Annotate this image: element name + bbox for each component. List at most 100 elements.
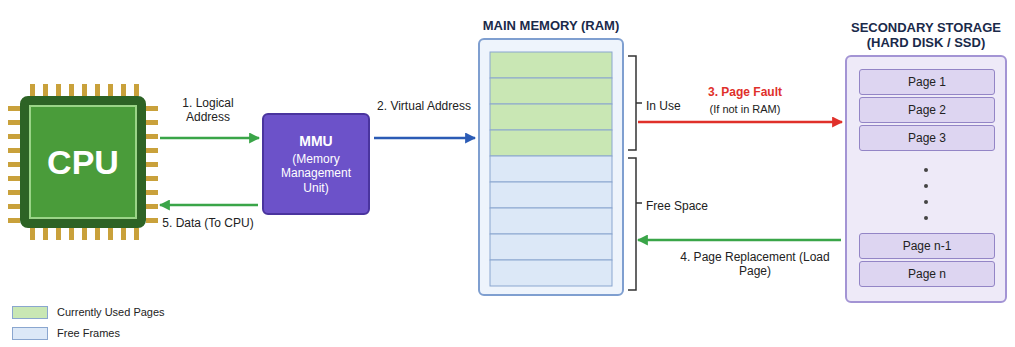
free-frame [490,234,612,260]
panel-heading: SECONDARY STORAGE (HARD DISK / SSD) [841,20,1011,51]
pin [146,162,158,167]
legend-swatch [12,306,48,319]
used-frame [490,130,612,156]
dot [924,200,928,204]
legend-item: Currently Used Pages [12,306,165,319]
pin [43,228,48,240]
legend-swatch [12,327,48,340]
flow-arrow [638,239,841,242]
heading-wrap: MAIN MEMORY (RAM) [458,18,644,34]
flow-arrow [160,204,258,207]
page-label: Page n-1 [899,238,956,254]
chip-pins [8,84,158,240]
pin [30,84,35,96]
region-label: In Use [646,99,681,113]
pin [8,204,20,209]
arrow-label-wrap: 3. Page Fault [680,82,810,100]
arrow-label-wrap: 1. Logical Address [160,96,256,125]
legend-text: Currently Used Pages [57,306,165,319]
label-wrap: Free Space [646,196,716,214]
pin [8,148,20,153]
used-frame [490,104,612,130]
legend-text: Free Frames [57,327,120,340]
chip-label: CPU [43,141,123,184]
pin [8,162,20,167]
used-frame [490,52,612,78]
arrow-label: 4. Page Replacement (Load Page) [680,250,830,279]
arrow-label-wrap: 4. Page Replacement (Load Page) [680,250,830,279]
process-box: MMU(Memory Management Unit) [262,113,370,215]
memory-panel: MAIN MEMORY (RAM) [478,38,624,296]
page-box: Page n-1 [859,233,995,259]
pin [8,218,20,223]
arrow-label: 3. Page Fault [708,85,782,99]
bracket [628,56,642,150]
free-frame [490,208,612,234]
storage-fill [846,56,1006,302]
page-label: Page 2 [904,102,950,118]
box-title: MMU [295,132,336,151]
pin [95,84,100,96]
pin [82,84,87,96]
pin [8,106,20,111]
arrow-label: 2. Virtual Address [377,99,471,113]
flow-arrow [638,121,842,124]
flow-arrow [374,137,475,140]
pin [146,218,158,223]
bracket [628,158,642,290]
pin [95,228,100,240]
dot [924,216,928,220]
free-frame [490,260,612,286]
dot [924,184,928,188]
page-box: Page 2 [859,97,995,123]
region-label: Free Space [646,199,708,213]
pin [146,204,158,209]
dot [924,168,928,172]
pin [146,106,158,111]
storage-panel: SECONDARY STORAGE (HARD DISK / SSD)Page … [845,55,1007,303]
flow-arrow [160,137,259,140]
pin [82,228,87,240]
pin [69,84,74,96]
pin [146,148,158,153]
pin [43,84,48,96]
pin [134,228,139,240]
page-label: Page n [904,266,950,282]
pin [146,190,158,195]
pin [56,228,61,240]
pin [108,84,113,96]
heading-wrap: SECONDARY STORAGE (HARD DISK / SSD) [841,20,1011,51]
pin [8,176,20,181]
pin [8,120,20,125]
pin [30,228,35,240]
legend-item: Free Frames [12,327,120,340]
pin [134,84,139,96]
pin [121,228,126,240]
panel-heading: MAIN MEMORY (RAM) [458,18,644,34]
pin [146,134,158,139]
note-label: (If not in RAM) [710,103,781,116]
page-box: Page n [859,261,995,287]
pin [121,84,126,96]
ellipsis-dots [924,168,928,220]
free-frame [490,182,612,208]
arrow-label-wrap: 5. Data (To CPU) [160,213,256,231]
pin [56,84,61,96]
arrow-label-wrap: 2. Virtual Address [376,96,472,114]
used-frame [490,78,612,104]
cpu-chip: CPU [20,96,146,228]
pin [108,228,113,240]
memory-fill [479,39,623,295]
pin [146,176,158,181]
page-label: Page 1 [904,74,950,90]
pin [146,120,158,125]
arrow-label: 1. Logical Address [160,96,256,125]
memory-frames [490,52,612,286]
page-box: Page 1 [859,69,995,95]
pin [69,228,74,240]
page-label: Page 3 [904,130,950,146]
pin [8,134,20,139]
label-wrap: In Use [646,96,706,114]
arrow-label: 5. Data (To CPU) [162,216,253,230]
